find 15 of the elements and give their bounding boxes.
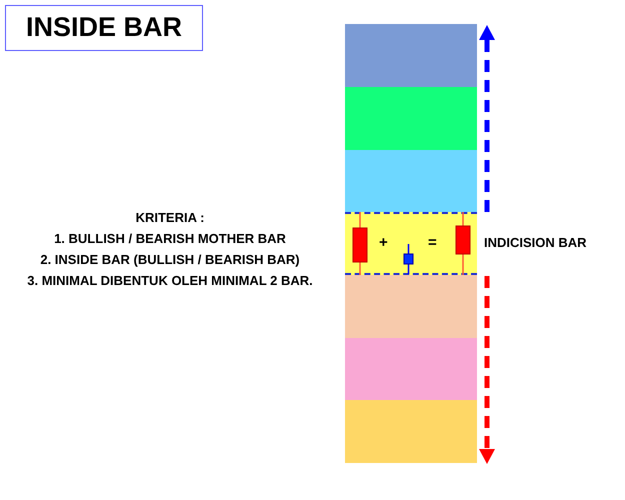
band xyxy=(345,150,477,212)
band-label: INDICISION BAR xyxy=(484,235,587,250)
band xyxy=(345,338,477,400)
band xyxy=(345,275,477,338)
title: INSIDE BAR xyxy=(5,5,203,51)
list-item: 3. MINIMAL DIBENTUK OLEH MINIMAL 2 BAR. xyxy=(26,272,314,290)
equals-sign: = xyxy=(428,234,437,251)
band xyxy=(345,87,477,150)
indecision-band xyxy=(345,212,477,275)
band xyxy=(345,24,477,87)
list-item: 1. BULLISH / BEARISH MOTHER BAR xyxy=(53,230,287,248)
band xyxy=(345,400,477,463)
list-item: 2. INSIDE BAR (BULLISH / BEARISH BAR) xyxy=(39,251,301,269)
plus-sign: + xyxy=(379,234,388,251)
criteria-heading: KRITERIA : xyxy=(134,209,206,227)
